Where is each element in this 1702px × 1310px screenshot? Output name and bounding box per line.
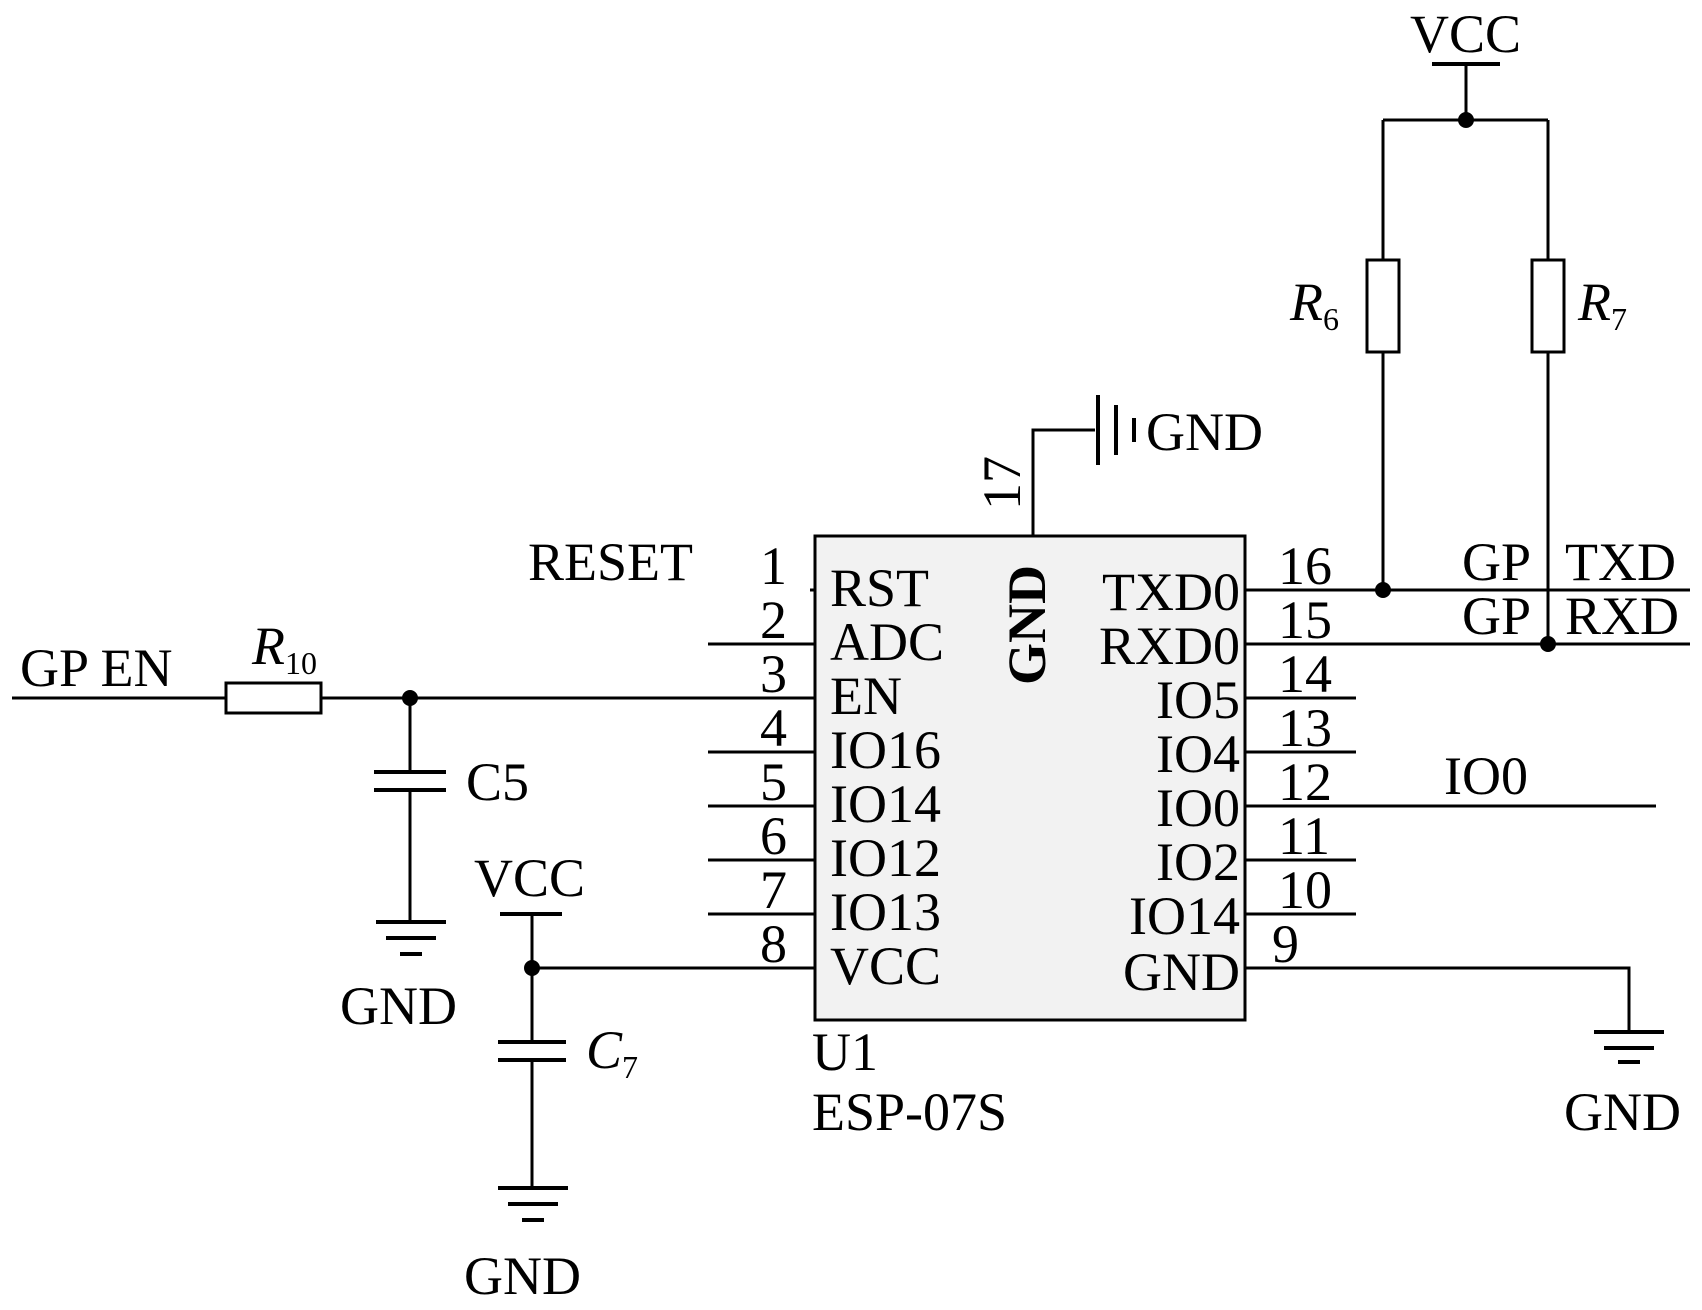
resistor-r6	[1365, 258, 1401, 354]
capacitor-c5	[374, 698, 446, 920]
chip-designator: U1	[812, 1022, 878, 1082]
chip-pin-13: 13 IO4	[1156, 698, 1356, 784]
svg-text:12: 12	[1278, 752, 1332, 812]
svg-text:IO16: IO16	[830, 720, 941, 780]
svg-text:GND: GND	[1564, 1082, 1681, 1142]
resistor-r7	[1530, 258, 1566, 354]
net-label-gp-txd: GP TXD	[1462, 532, 1676, 592]
ground-symbol-c5: GND	[340, 920, 457, 1036]
svg-text:IO2: IO2	[1156, 832, 1240, 892]
svg-text:GP: GP	[1462, 586, 1531, 646]
svg-text:IO12: IO12	[830, 828, 941, 888]
chip-pin-6: 6 IO12	[708, 806, 941, 888]
svg-text:IO0: IO0	[1156, 778, 1240, 838]
svg-text:2: 2	[760, 590, 787, 650]
resistor-r7-label: R7	[1577, 272, 1627, 337]
capacitor-c7	[498, 914, 566, 1186]
capacitor-c7-label: C7	[586, 1020, 638, 1085]
resistor-r10-label: R10	[251, 616, 317, 681]
chip-pin-16: 16 TXD0	[1102, 536, 1690, 622]
svg-text:VCC: VCC	[474, 848, 585, 908]
svg-text:IO13: IO13	[830, 882, 941, 942]
chip-pin-4: 4 IO16	[708, 698, 941, 780]
svg-text:EN: EN	[830, 666, 902, 726]
svg-text:6: 6	[760, 806, 787, 866]
chip-pin-7: 7 IO13	[708, 860, 941, 942]
svg-text:IO14: IO14	[830, 774, 941, 834]
svg-text:GND: GND	[340, 976, 457, 1036]
svg-text:14: 14	[1278, 644, 1332, 704]
svg-text:RXD0: RXD0	[1099, 616, 1240, 676]
vcc-symbol-top: VCC	[1410, 4, 1521, 66]
chip-pin-12: 12 IO0	[1156, 752, 1656, 838]
chip-pin-5: 5 IO14	[708, 752, 941, 834]
chip-pin-3: 3 EN	[708, 644, 902, 726]
svg-text:16: 16	[1278, 536, 1332, 596]
svg-text:5: 5	[760, 752, 787, 812]
svg-text:1: 1	[760, 536, 787, 596]
chip-pin-1: 1 RST	[760, 536, 929, 618]
svg-text:ADC: ADC	[830, 612, 944, 672]
capacitor-c5-label: C5	[466, 752, 529, 812]
svg-text:10: 10	[1278, 860, 1332, 920]
chip-part-number: ESP-07S	[812, 1082, 1007, 1142]
ground-symbol-right: GND	[1564, 1030, 1681, 1142]
net-label-reset: RESET	[528, 532, 693, 592]
junction-dot	[402, 690, 418, 706]
chip-pin-2: 2 ADC	[708, 590, 944, 672]
svg-text:IO4: IO4	[1156, 724, 1240, 784]
chip-pin-11: 11 IO2	[1156, 806, 1356, 892]
svg-text:GND: GND	[1123, 942, 1240, 1002]
svg-text:GP: GP	[1462, 532, 1531, 592]
ground-symbol-top: GND	[1096, 395, 1263, 465]
chip-pin-9: 9 GND	[1123, 914, 1631, 1030]
svg-text:11: 11	[1278, 806, 1330, 866]
gnd-label-top: GND	[1146, 402, 1263, 462]
svg-text:TXD: TXD	[1565, 532, 1676, 592]
junction-dot	[1458, 112, 1474, 128]
svg-text:GND: GND	[464, 1246, 581, 1306]
svg-text:IO5: IO5	[1156, 670, 1240, 730]
resistor-r10	[224, 681, 323, 715]
ground-symbol-c7: GND	[464, 1186, 581, 1306]
svg-text:15: 15	[1278, 590, 1332, 650]
chip-pin-8: 8 VCC	[532, 914, 941, 996]
svg-text:RST: RST	[830, 558, 929, 618]
net-label-gp-en: GP EN	[20, 638, 173, 698]
chip-pin-14: 14 IO5	[1156, 644, 1356, 730]
svg-text:GND: GND	[997, 565, 1057, 685]
svg-text:9: 9	[1272, 914, 1299, 974]
resistor-r6-label: R6	[1289, 272, 1339, 337]
vcc-symbol-left: VCC	[474, 848, 585, 916]
svg-text:4: 4	[760, 698, 787, 758]
chip-pin-10: 10 IO14	[1129, 860, 1356, 946]
svg-text:TXD0: TXD0	[1102, 562, 1240, 622]
svg-text:7: 7	[760, 860, 787, 920]
junction-dot	[524, 960, 540, 976]
svg-text:17: 17	[972, 456, 1032, 510]
chip-body	[813, 534, 1247, 1022]
junction-dot	[1540, 636, 1556, 652]
svg-text:3: 3	[760, 644, 787, 704]
net-label-gp-rxd: GP RXD	[1462, 586, 1679, 646]
net-label-io0: IO0	[1444, 746, 1528, 806]
chip-pin-17: 17 GND	[972, 428, 1095, 685]
svg-text:VCC: VCC	[1410, 4, 1521, 64]
chip-pin-15: 15 RXD0	[1099, 590, 1690, 676]
svg-text:IO14: IO14	[1129, 886, 1240, 946]
svg-text:RXD: RXD	[1565, 586, 1679, 646]
svg-text:13: 13	[1278, 698, 1332, 758]
junction-dot	[1375, 582, 1391, 598]
svg-text:8: 8	[760, 914, 787, 974]
svg-text:VCC: VCC	[830, 936, 941, 996]
